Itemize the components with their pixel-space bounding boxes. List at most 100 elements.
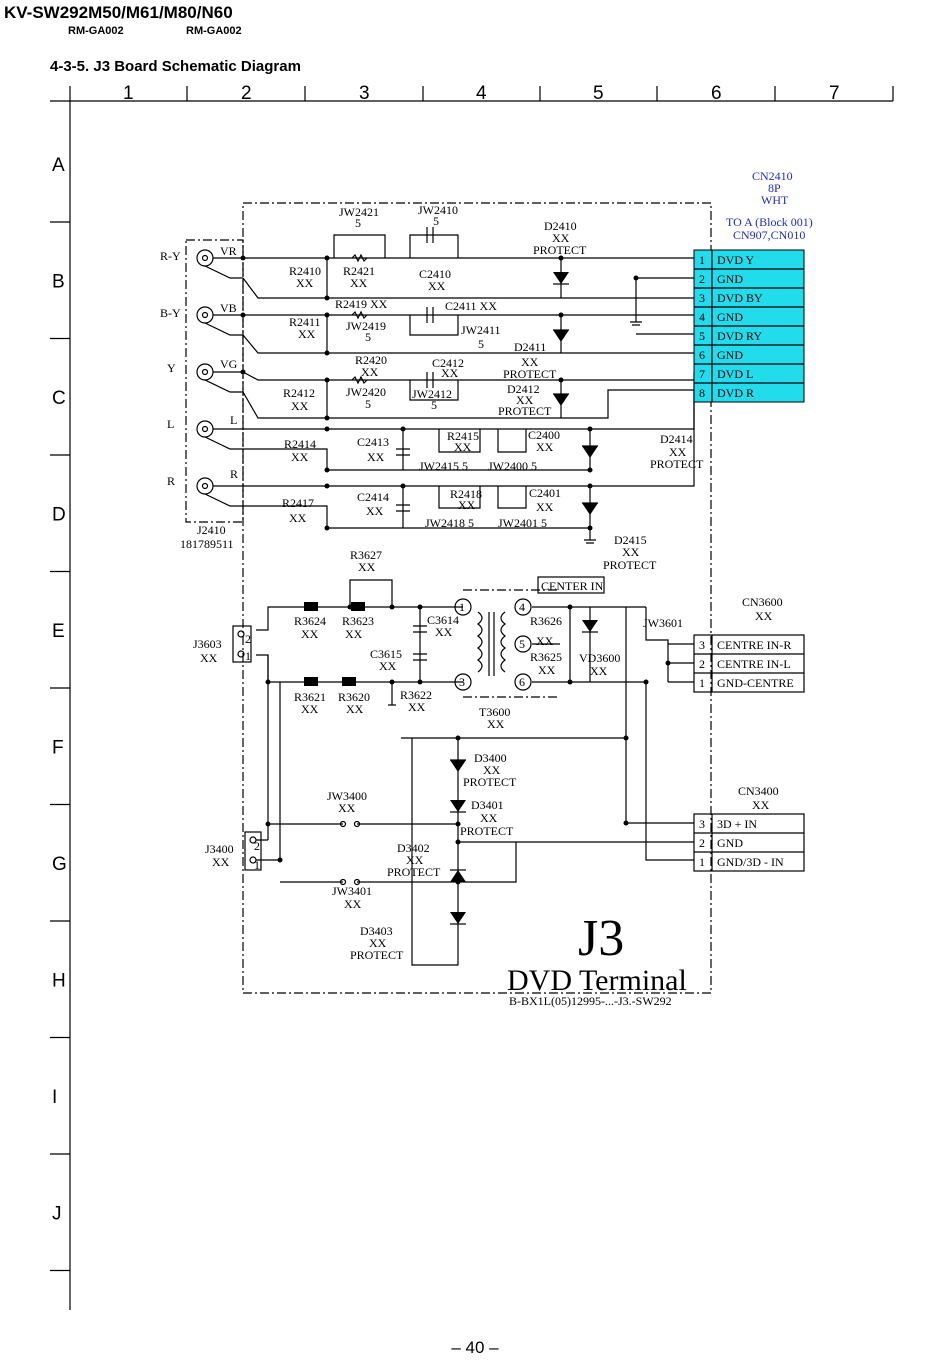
cn3600-rows-pin-3: 3 — [699, 638, 705, 652]
label-c3615-v: XX — [379, 659, 397, 673]
grid-row-J: J — [52, 1204, 62, 1225]
model-title: KV-SW292M50/M61/M80/N60 — [4, 3, 233, 22]
svg-text:1: 1 — [245, 649, 251, 663]
label-d3403-p: PROTECT — [350, 948, 404, 962]
remote-label-1: RM-GA002 — [68, 25, 124, 37]
label-r3625: R3625 — [530, 650, 562, 664]
label-r3625-v: XX — [538, 663, 556, 677]
cn2410-rows-pin-3: 3 — [699, 291, 705, 305]
label-c2400-v: XX — [536, 440, 554, 454]
label-d2410-v: XX — [552, 231, 570, 245]
res-r2420-sym — [351, 375, 368, 385]
jack-l — [196, 420, 214, 438]
label-d3401: D3401 — [471, 798, 504, 812]
cn2410-rows-label: DVD L — [717, 367, 753, 381]
label-jw2410: JW2410 — [418, 203, 458, 217]
label-d3402: D3402 — [397, 841, 430, 855]
svg-text:3: 3 — [459, 675, 465, 689]
cn2410-dest: TO A (Block 001) — [726, 215, 813, 229]
grid-row-G: G — [52, 854, 67, 875]
label-r3621-v: XX — [301, 702, 319, 716]
label-r3621: R3621 — [294, 690, 326, 704]
cn2410-rows-pin-4: 4 — [699, 310, 705, 324]
cn2410-pins: 8P — [768, 181, 781, 195]
res-r3620-sym — [342, 677, 356, 686]
jack-label-r: R — [167, 474, 175, 488]
cn3600-ref: CN3600 — [742, 595, 783, 609]
cn2410-ref: CN2410 — [752, 169, 793, 183]
label-r3620-v: XX — [346, 702, 364, 716]
label-c2412-v: XX — [441, 366, 459, 380]
cn3400-value: XX — [752, 798, 770, 812]
label-jw3400: JW3400 — [327, 789, 367, 803]
label-r2420: R2420 — [355, 353, 387, 367]
label-r2417: R2417 — [282, 496, 314, 510]
svg-text:4: 4 — [519, 600, 525, 614]
jack-pin-r: R — [230, 467, 238, 481]
cap-c2412-sym — [426, 372, 434, 388]
label-jw2410-v: 5 — [433, 214, 439, 228]
label-jw2411: JW2411 — [461, 323, 501, 337]
grid-row-B: B — [52, 272, 65, 293]
label-jw3401-v: XX — [344, 897, 362, 911]
cn2410-rows-pin-8: 8 — [699, 386, 705, 400]
res-r3624-sym — [304, 602, 318, 611]
page-number: – 40 – — [451, 1338, 499, 1357]
label-t3600: T3600 — [479, 705, 510, 719]
j3400-connector — [244, 831, 262, 871]
board-title-block: J3 DVD Terminal B-BX1L(05)12995-...-J3.-… — [507, 910, 687, 1008]
label-c2414: C2414 — [357, 490, 389, 504]
cap-c2411-sym — [426, 307, 434, 323]
label-d2412-p: PROTECT — [498, 404, 552, 418]
label-c2411: C2411 XX — [445, 299, 497, 313]
jack-label-l: L — [167, 417, 174, 431]
zener-d2414 — [582, 429, 598, 470]
res-r3623-sym — [351, 602, 365, 611]
label-r2419: R2419 XX — [335, 297, 388, 311]
label-d2414-v: XX — [669, 445, 687, 459]
grid-col-2: 2 — [241, 83, 252, 104]
zener-d2411 — [553, 315, 569, 353]
cn2410-color: WHT — [761, 193, 789, 207]
cn3600-value: XX — [755, 609, 773, 623]
label-d3400-v: XX — [483, 763, 501, 777]
label-r2412-v: XX — [291, 399, 309, 413]
cn2410-rows-pin-2: 2 — [699, 272, 705, 286]
j3603-connector — [232, 625, 252, 663]
cn3400-rows-label: GND — [717, 836, 743, 850]
label-jw3601: JW3601 — [643, 616, 683, 630]
label-d3401-p: PROTECT — [460, 824, 514, 838]
grid-col-3: 3 — [359, 83, 370, 104]
t-node-5: 5 — [514, 635, 532, 653]
label-c3615: C3615 — [370, 647, 402, 661]
label-d3400-p: PROTECT — [463, 775, 517, 789]
res-r2419-sym — [351, 310, 368, 320]
t-node-3: 3 — [454, 673, 472, 691]
label-d3401-v: XX — [480, 811, 498, 825]
svg-text:1: 1 — [254, 858, 260, 872]
label-j3603-v: XX — [200, 651, 218, 665]
zener-d3401 — [450, 800, 466, 813]
cn3400-rows-label: GND/3D - IN — [717, 855, 784, 869]
label-jw2418: JW2418 5 — [425, 516, 474, 530]
cn2410-rows-label: GND — [717, 348, 743, 362]
grid-col-7: 7 — [829, 83, 840, 104]
grid-col-6: 6 — [711, 83, 722, 104]
component-labels: JW2421 5 JW2410 5 D2410 XX PROTECT R2410… — [193, 203, 704, 962]
cn3600-rows-pin-2: 2 — [699, 657, 705, 671]
label-jw2420: JW2420 — [346, 385, 386, 399]
zener-d3403 — [450, 912, 466, 925]
svg-text:2: 2 — [245, 632, 251, 646]
label-d2411-p: PROTECT — [503, 367, 557, 381]
label-r2415: R2415 — [447, 429, 479, 443]
grid-row-H: H — [52, 971, 66, 992]
label-r3624: R3624 — [294, 614, 326, 628]
cn3600-rows-label: CENTRE IN-L — [717, 657, 791, 671]
jack-r — [196, 477, 214, 495]
label-c2412: C2412 — [432, 356, 464, 370]
label-jw2412: JW2412 — [412, 387, 452, 401]
cn2410-rows-pin-5: 5 — [699, 329, 705, 343]
label-d2415-v: XX — [622, 545, 640, 559]
cn2410-rows-label: GND — [717, 310, 743, 324]
